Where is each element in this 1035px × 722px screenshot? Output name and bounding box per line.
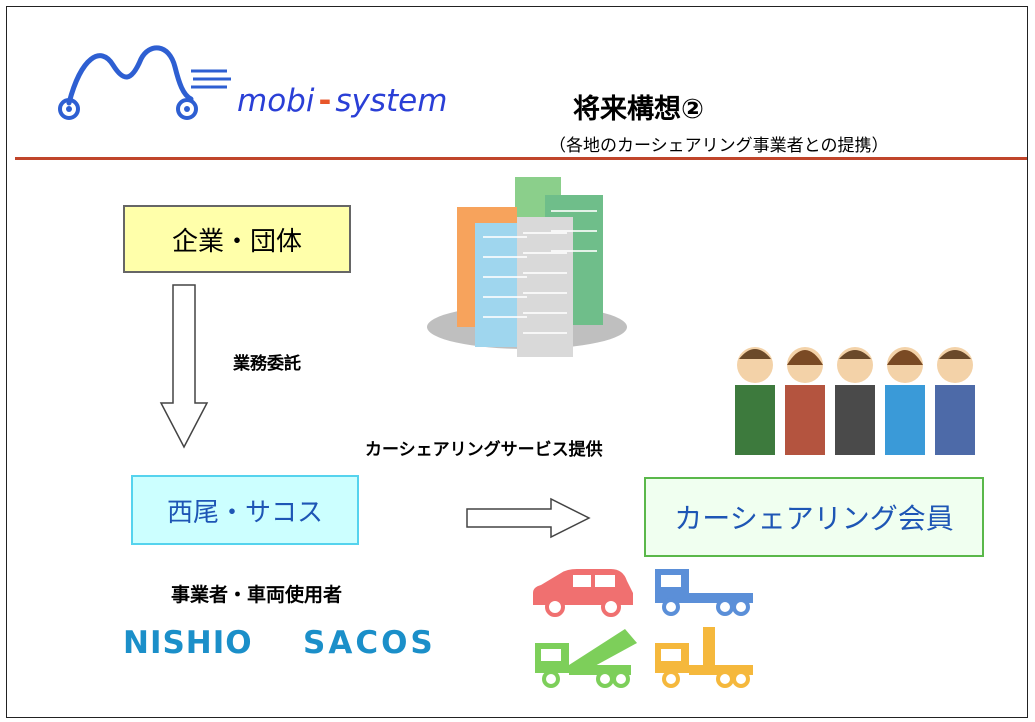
truck-icon: [655, 569, 753, 616]
edge-outsourcing: 業務委託: [233, 354, 301, 374]
down-arrow-icon: [159, 284, 209, 449]
node-corporation: 企業・団体: [123, 205, 351, 273]
right-arrow-icon: [466, 497, 591, 539]
header-divider: [15, 157, 1027, 160]
brand-nishio: NISHIO: [123, 625, 253, 661]
operator-caption: 事業者・車両使用者: [171, 584, 343, 606]
dump-truck-icon: [535, 629, 637, 688]
logo-wordmark: mobi-system: [237, 83, 448, 119]
edge-service: カーシェアリングサービス提供: [365, 440, 603, 460]
car-icon: [533, 569, 633, 617]
crane-truck-icon: [655, 627, 753, 688]
page-subtitle: （各地のカーシェアリング事業者との提携）: [549, 136, 889, 156]
brand-sacos: SACOS: [303, 625, 436, 661]
page-title: 将来構想②: [573, 94, 704, 125]
people-icon: [735, 347, 975, 455]
logo-icon: [58, 45, 231, 120]
node-members: カーシェアリング会員: [644, 477, 984, 557]
buildings-icon: [427, 177, 627, 357]
slide: mobi-system 将来構想② （各地のカーシェアリング事業者との提携） 企…: [6, 6, 1028, 718]
node-operator: 西尾・サコス: [131, 475, 359, 545]
